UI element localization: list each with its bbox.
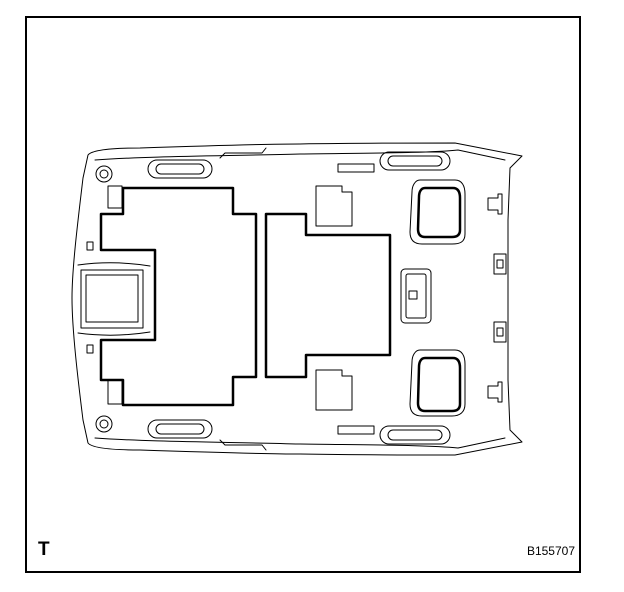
- right-clip-4: [487, 381, 503, 403]
- front-edge-line: [94, 149, 506, 161]
- right-clip-3: [493, 321, 507, 343]
- rear-opening-trim: [77, 262, 151, 336]
- lower-visor-bracket: [315, 369, 353, 411]
- rear-pad-outline: [99, 186, 258, 407]
- top-right-handle: [379, 151, 451, 171]
- console-outer: [400, 268, 432, 324]
- left-bottom-circle: [95, 415, 113, 433]
- headliner-outline: [71, 142, 523, 456]
- left-top-circle: [95, 165, 113, 183]
- left-top-clip: [107, 185, 123, 209]
- left-pin-upper: [86, 241, 94, 251]
- right-clip-2: [493, 253, 507, 275]
- rear-opening-outer: [80, 269, 144, 329]
- top-right-handle-inner: [387, 155, 443, 167]
- bottom-left-handle-inner: [155, 423, 205, 435]
- figure-code: B155707: [526, 544, 575, 558]
- lower-light-inner: [416, 356, 462, 413]
- console-button: [408, 290, 418, 300]
- bottom-right-handle-inner: [387, 429, 443, 441]
- left-bottom-circle-inner: [99, 419, 109, 429]
- bottom-left-handle: [147, 419, 213, 439]
- front-pad-outline: [264, 212, 392, 379]
- console-inner: [405, 273, 427, 319]
- left-bottom-clip: [107, 379, 123, 405]
- bottom-slot: [337, 425, 375, 435]
- rear-edge-line: [94, 437, 506, 449]
- upper-light-outer: [409, 179, 466, 245]
- figure-frame: [25, 16, 581, 573]
- left-top-circle-inner: [99, 169, 109, 179]
- upper-visor-bracket: [315, 185, 353, 227]
- bottom-notch: [219, 439, 267, 451]
- corner-letter: T: [38, 539, 50, 560]
- top-left-handle: [147, 159, 213, 179]
- bottom-right-handle: [379, 425, 451, 445]
- left-pin-lower: [86, 344, 94, 354]
- upper-light-inner: [416, 186, 462, 239]
- right-clip-1: [487, 193, 503, 215]
- top-slot: [337, 163, 375, 173]
- top-notch: [219, 147, 267, 159]
- top-left-handle-inner: [155, 163, 205, 175]
- rear-opening-inner: [85, 274, 139, 323]
- lower-light-outer: [409, 349, 466, 417]
